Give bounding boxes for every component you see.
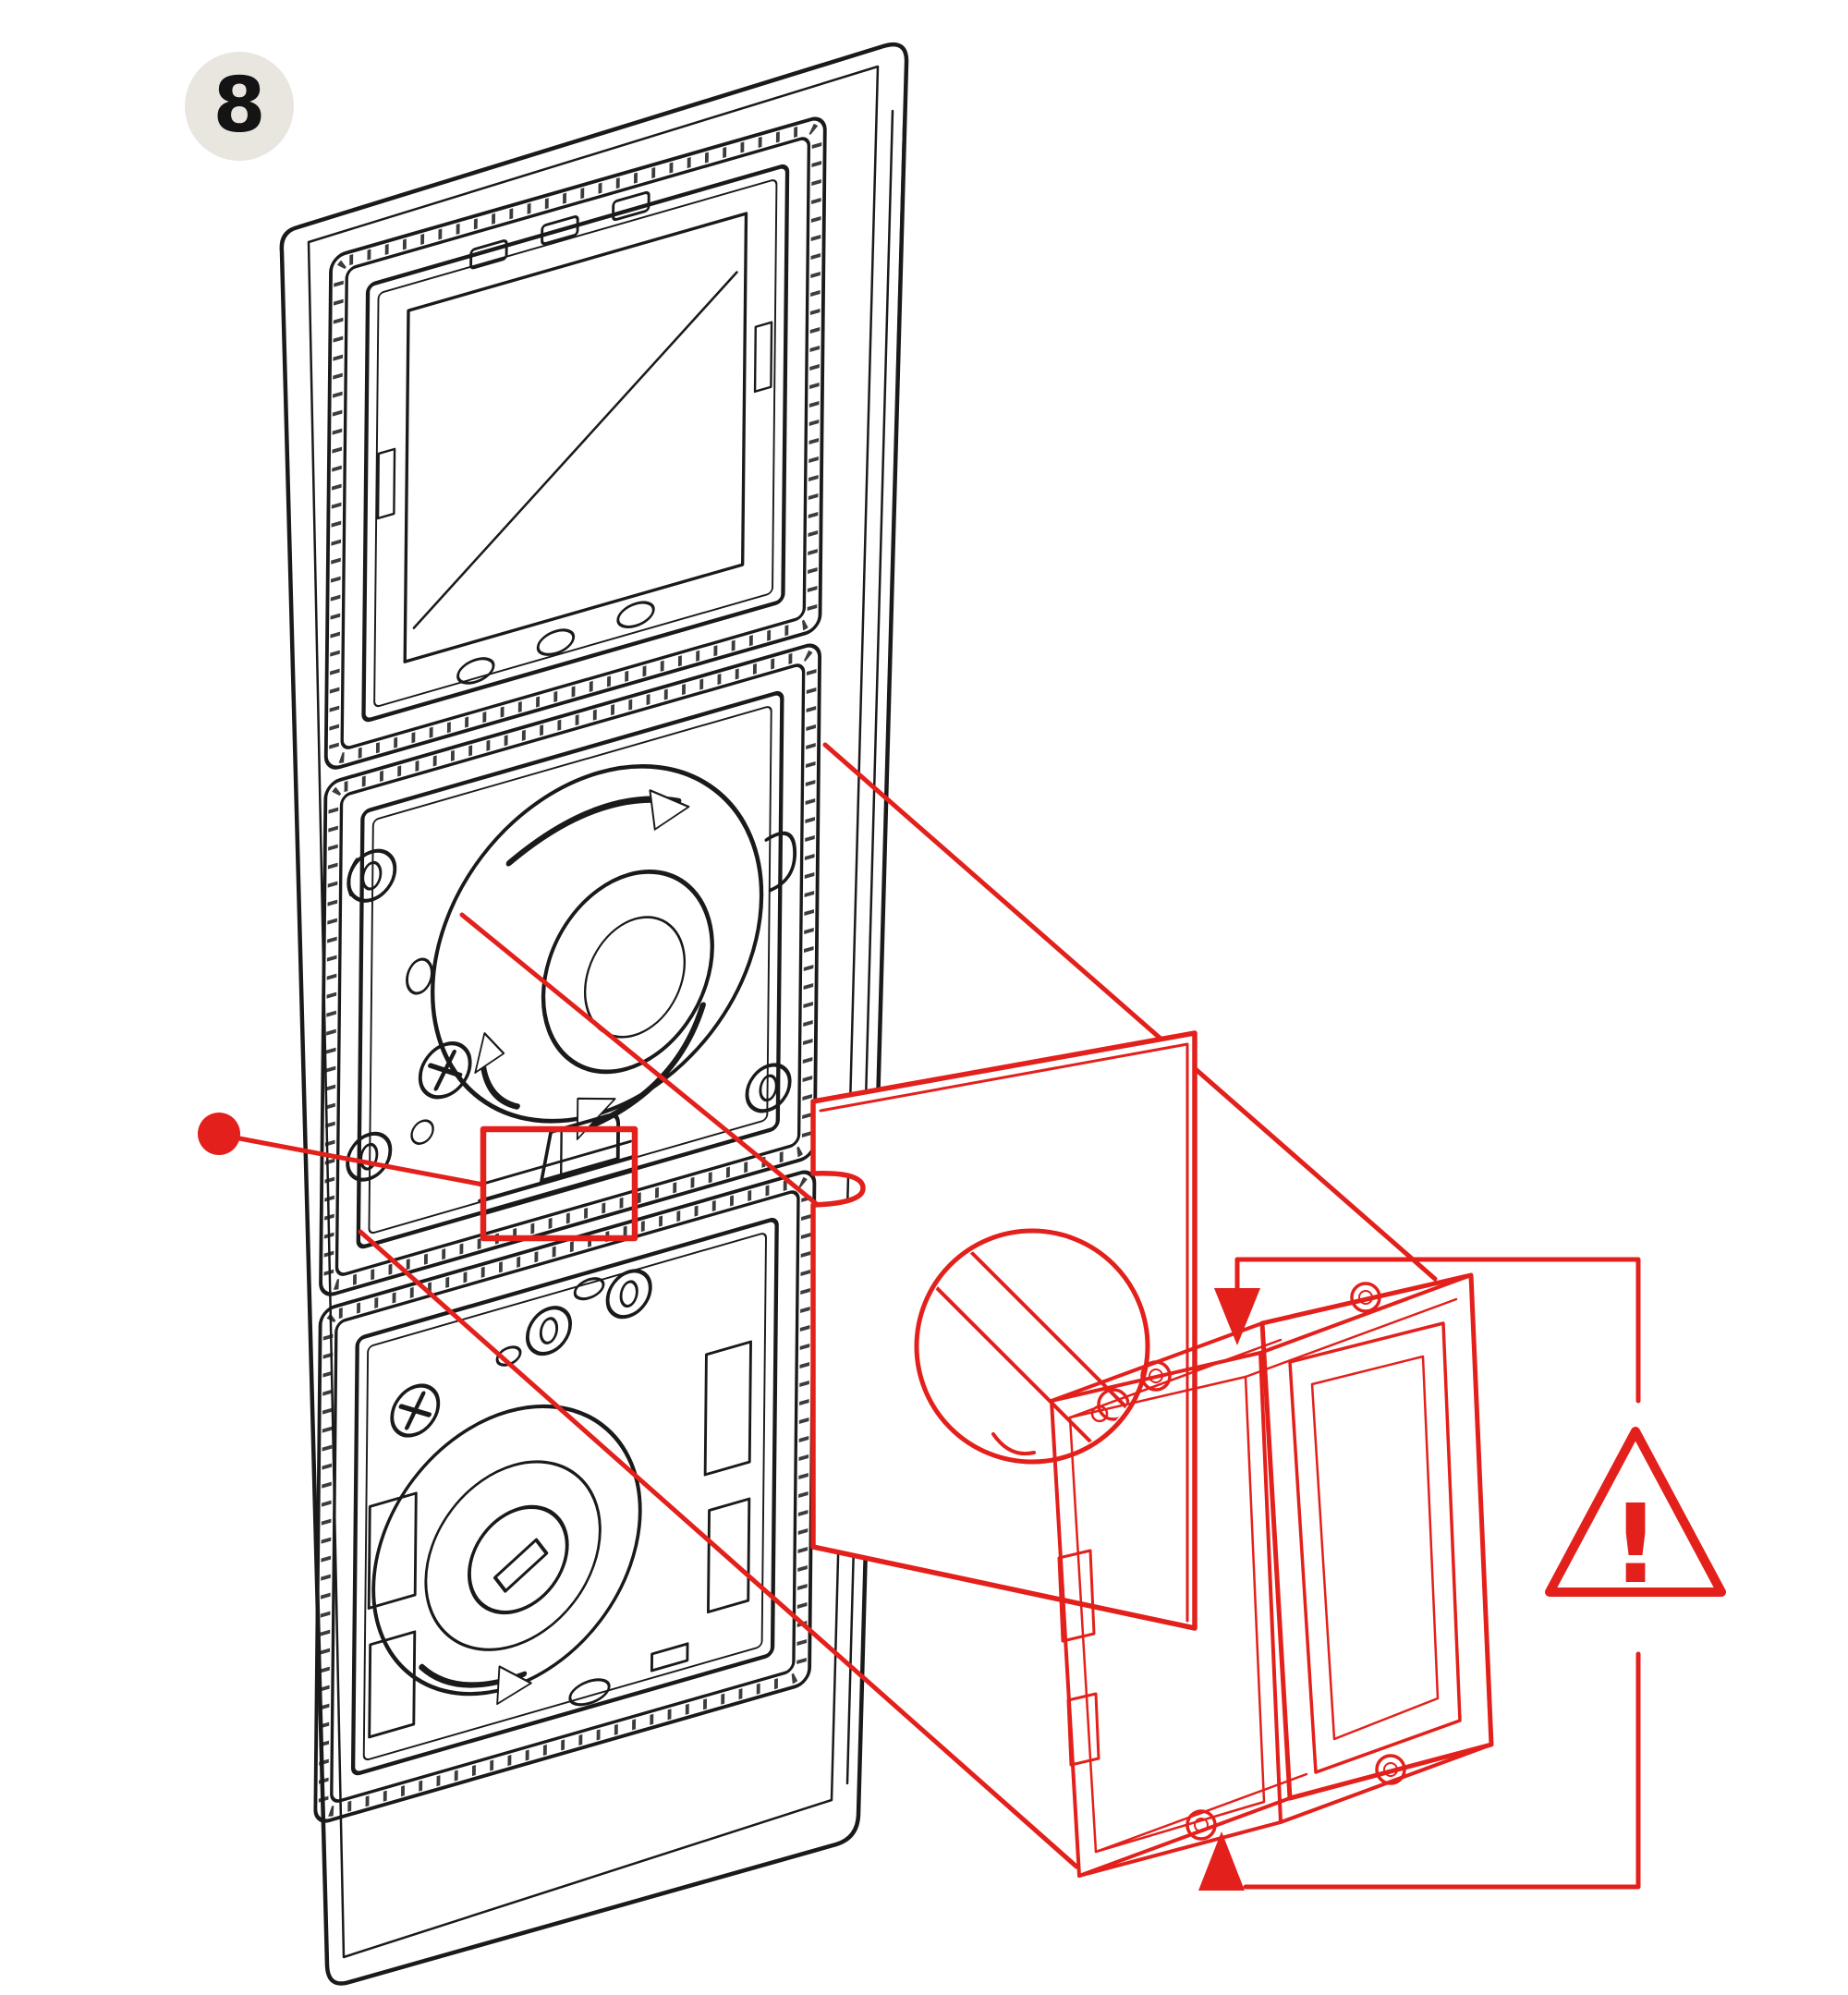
triple-frame-plate bbox=[279, 42, 909, 1986]
module-window-middle bbox=[319, 643, 822, 1296]
membrane-hole bbox=[914, 1228, 1150, 1465]
exclamation-text: ! bbox=[1611, 1480, 1660, 1608]
crease-line bbox=[412, 271, 738, 629]
membrane-plate bbox=[810, 1030, 1198, 1631]
plate-inner-edge bbox=[307, 65, 880, 1959]
mounting-claw-icon bbox=[346, 831, 796, 1182]
plate-outline bbox=[279, 42, 909, 1986]
support-frame bbox=[403, 212, 748, 663]
arrow-up-icon bbox=[1198, 1831, 1245, 1891]
latch-tab bbox=[478, 1113, 638, 1215]
module-window-top bbox=[323, 116, 827, 770]
box-screw-icon bbox=[1140, 1282, 1406, 1841]
step-badge-label: 8 bbox=[213, 62, 266, 150]
mounting-box bbox=[1050, 1272, 1494, 1878]
step-badge: 8 bbox=[185, 52, 294, 161]
callout-dot bbox=[198, 1113, 240, 1155]
module-window-bottom bbox=[313, 1170, 817, 1823]
zoom-callout-line bbox=[822, 742, 1438, 1282]
callout-pointer-line bbox=[237, 1136, 486, 1187]
phillips-screw-icon bbox=[390, 1383, 441, 1438]
zoom-callout-line bbox=[358, 1229, 1079, 1869]
warning-triangle-icon: ! bbox=[1545, 1427, 1726, 1608]
detail-highlight-box bbox=[480, 1125, 638, 1242]
latch-callout bbox=[198, 1113, 638, 1242]
arrow-down-icon bbox=[1214, 1288, 1260, 1345]
dimension-bracket bbox=[1198, 1257, 1641, 1891]
keyed-mechanism bbox=[371, 1404, 642, 1706]
